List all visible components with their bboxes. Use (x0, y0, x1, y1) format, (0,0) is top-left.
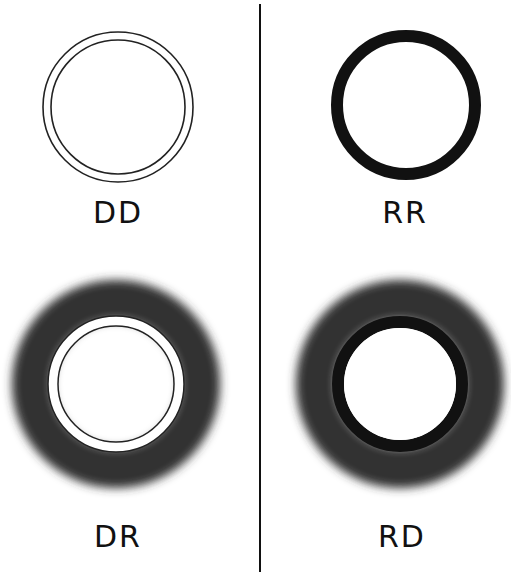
dr-ring (32, 300, 200, 468)
genotype-label: DD (93, 198, 143, 228)
rd-ring (316, 300, 484, 468)
genotype-label: RD (378, 522, 426, 552)
divider-line (259, 4, 261, 572)
genotype-label: DR (94, 522, 142, 552)
genotype-label: RR (382, 198, 428, 228)
rr-ring (337, 36, 475, 174)
dd-ring (43, 32, 193, 182)
